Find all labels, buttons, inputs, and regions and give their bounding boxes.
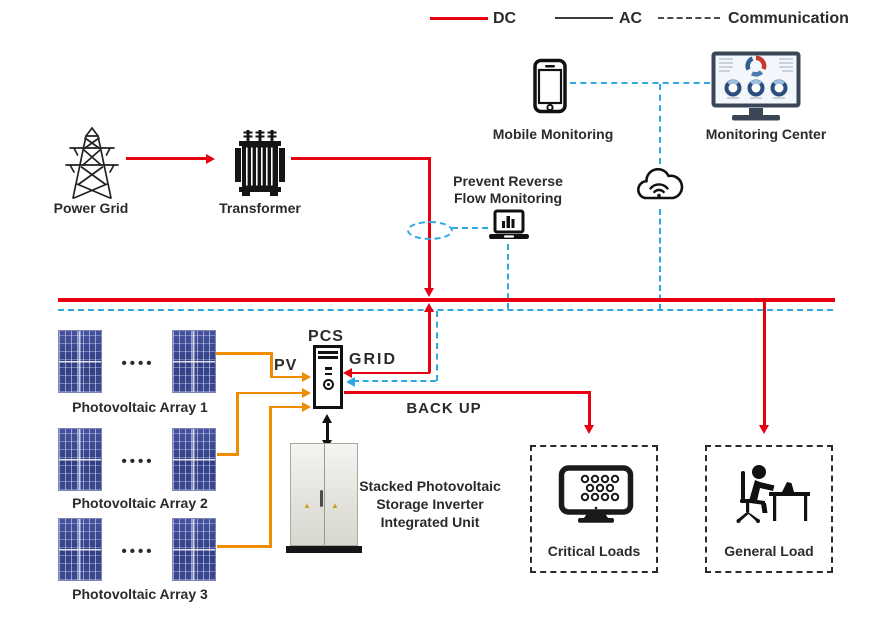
array3-dots: •••• <box>121 543 155 560</box>
ct-clamp-icon <box>407 221 453 240</box>
pv1-line-v <box>270 352 273 378</box>
prevent-reverse-flow-label: Prevent Reverse Flow Monitoring <box>453 173 563 206</box>
comm-line-cloud-to-bus <box>659 209 661 310</box>
comm-drop-to-pcs-horizontal <box>353 380 436 382</box>
arrow-into-bus-bottom <box>424 303 434 312</box>
arrow-into-critical-loads <box>584 425 594 434</box>
solar-panel-icon <box>172 428 216 491</box>
arrow-into-transformer <box>206 153 215 164</box>
comm-line-ct-to-meter <box>452 227 488 229</box>
pv2-arrow <box>302 388 311 398</box>
pv2-line-h2 <box>236 391 303 394</box>
dc-line-grid-to-transformer <box>126 157 208 160</box>
critical-loads-label: Critical Loads <box>547 543 641 559</box>
pcs-cabinet-link <box>326 421 329 441</box>
comm-line-monitor-to-cloud <box>659 84 661 164</box>
pv1-line-h2 <box>270 375 303 378</box>
solar-panel-icon <box>58 428 102 491</box>
array1-dots: •••• <box>121 355 155 372</box>
comm-line-meter-to-bus <box>507 244 509 309</box>
arrow-into-bus-top <box>424 288 434 297</box>
solar-panel-icon <box>58 330 102 393</box>
pv-array-1-label: Photovoltaic Array 1 <box>72 399 208 415</box>
transformer-label: Transformer <box>219 200 301 216</box>
grid-line-horizontal <box>351 371 430 374</box>
ac-line-transformer-to-drop <box>291 157 430 160</box>
pv1-arrow <box>302 372 311 382</box>
cabinet-label: Stacked Photovoltaic Storage Inverter In… <box>359 478 501 530</box>
legend-ac-label: AC <box>619 10 643 27</box>
power-grid-tower-icon <box>65 126 119 199</box>
pv3-line-h2 <box>269 405 303 408</box>
array2-dots: •••• <box>121 453 155 470</box>
pv3-arrow <box>302 402 311 412</box>
mobile-monitoring-label: Mobile Monitoring <box>492 126 614 142</box>
arrow-into-general-load <box>759 425 769 434</box>
cloud-wifi-icon <box>637 167 684 200</box>
arrow-grid-into-pcs <box>343 368 352 378</box>
pv2-line-h1 <box>217 453 238 456</box>
solar-panel-icon <box>172 518 216 581</box>
legend-dc-line <box>430 17 488 20</box>
transformer-icon <box>235 130 285 196</box>
pv-label: PV <box>274 357 298 374</box>
reverse-flow-meter-icon <box>489 209 529 239</box>
critical-loads-monitor-icon <box>558 465 634 523</box>
grid-label: GRID <box>349 351 397 368</box>
legend-communication-line <box>658 17 720 19</box>
general-load-line <box>763 301 766 426</box>
ac-main-bus <box>58 298 835 302</box>
legend-dc-label: DC <box>493 10 517 27</box>
storage-inverter-cabinet-icon: ▲ ▲ <box>290 443 358 546</box>
cabinet-base <box>286 546 362 553</box>
pv2-line-v <box>236 392 239 456</box>
monitoring-center-label: Monitoring Center <box>705 126 827 142</box>
comm-arrow-into-pcs <box>346 377 355 387</box>
communication-bus <box>58 309 833 311</box>
pcs-icon <box>313 345 343 409</box>
pv1-line-h1 <box>216 352 272 355</box>
warning-triangle-icon: ▲ <box>303 501 311 510</box>
comm-line-phone-to-monitor <box>570 82 710 84</box>
legend-communication-label: Communication <box>728 10 849 27</box>
pv3-line-v <box>269 406 272 548</box>
pv-array-2-label: Photovoltaic Array 2 <box>72 495 208 511</box>
power-grid-label: Power Grid <box>53 200 129 216</box>
monitoring-center-icon <box>711 51 801 121</box>
general-load-box: General Load <box>705 445 833 573</box>
backup-line-v <box>588 391 591 426</box>
pv-array-3-label: Photovoltaic Array 3 <box>72 586 208 602</box>
backup-label: BACK UP <box>406 400 482 417</box>
pv3-line-h1 <box>217 545 272 548</box>
general-load-label: General Load <box>724 543 814 559</box>
warning-triangle-icon: ▲ <box>331 501 339 510</box>
pcs-cabinet-arrow-up <box>322 414 332 423</box>
grid-line-vertical <box>428 311 431 373</box>
smartphone-icon <box>533 58 567 114</box>
comm-drop-to-pcs-vertical <box>436 311 438 381</box>
backup-line-h <box>344 391 590 394</box>
general-load-person-icon <box>736 465 810 523</box>
solar-panel-icon <box>58 518 102 581</box>
critical-loads-box: Critical Loads <box>530 445 658 573</box>
solar-panel-icon <box>172 330 216 393</box>
pcs-label: PCS <box>308 328 344 345</box>
legend-ac-line <box>555 17 613 19</box>
